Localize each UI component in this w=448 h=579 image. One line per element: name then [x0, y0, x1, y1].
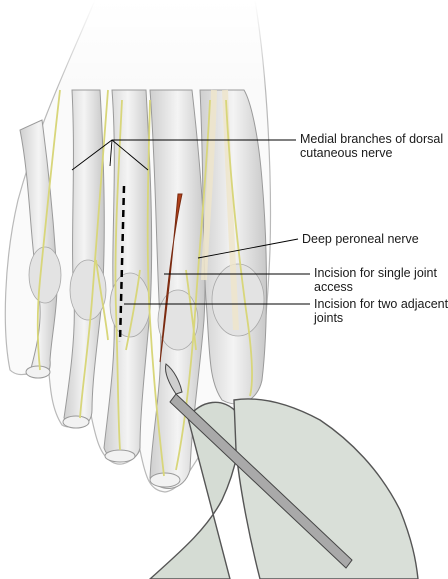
top-fade: [0, 0, 448, 90]
single-joint-incision: [159, 193, 183, 363]
scalpel-handle: [169, 393, 353, 569]
scalpel-blade: [165, 363, 183, 395]
leader-deep-peroneal: [197, 238, 299, 259]
label-two-joints-line1: Incision for two adjacent: [314, 297, 448, 311]
extensor-tendons: [201, 89, 239, 331]
toe-tips: [25, 365, 181, 488]
label-medial-branches-line1: Medial branches of dorsal: [300, 132, 444, 146]
scalpel: [165, 363, 353, 569]
label-single-joint-line2: access: [314, 280, 353, 294]
label-single-joint-line1: Incision for single joint: [314, 266, 437, 280]
two-joint-incision-dashed-line: [118, 185, 126, 343]
label-medial-branches-line2: cutaneous nerve: [300, 146, 393, 160]
leader-lines: [71, 139, 310, 305]
glove-hand-right: [233, 398, 419, 579]
gloved-hands: [148, 398, 419, 579]
label-two-joints-line2: joints: [314, 311, 344, 325]
dorsal-nerves: [36, 89, 253, 477]
label-deep-peroneal-nerve: Deep peroneal nerve: [302, 232, 419, 246]
